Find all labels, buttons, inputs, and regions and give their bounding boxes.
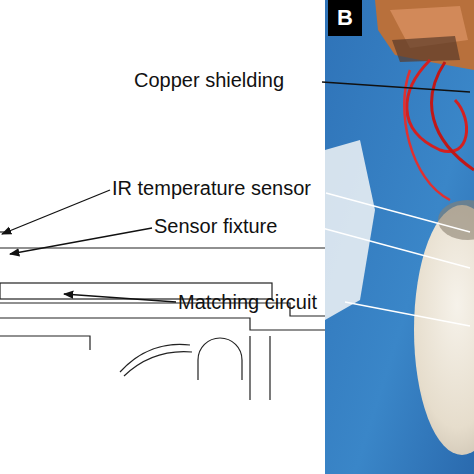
panel-letter-box: B [328, 0, 362, 36]
curved-part [120, 344, 190, 372]
copper-shadow [392, 36, 460, 62]
panel-letter: B [337, 5, 353, 31]
sensor-housing [414, 205, 474, 455]
arch [198, 338, 242, 380]
part-label: IR temperature sensor [112, 176, 311, 200]
leader-line [345, 302, 470, 326]
leader-line [322, 82, 470, 92]
copper-foil [375, 0, 474, 70]
part-label: Copper shielding [134, 68, 284, 92]
leader-line [322, 228, 470, 268]
leader-lines [2, 82, 470, 326]
body-line [250, 336, 270, 400]
red-wire [407, 60, 467, 152]
leader-arrow [2, 190, 110, 234]
part-label: Sensor fixture [154, 214, 277, 238]
cad-drawing [0, 232, 345, 400]
leader-arrow [10, 228, 152, 254]
leader-arrow [64, 294, 176, 302]
photo [325, 0, 474, 474]
curved-part [124, 352, 192, 376]
housing-top [438, 200, 474, 240]
red-wire [432, 62, 474, 170]
body-step [0, 336, 90, 350]
body-step [0, 318, 330, 330]
fixture-outline [0, 248, 345, 330]
leader-line [326, 193, 470, 232]
photo-glare [325, 140, 375, 320]
part-label: Matching circuit [178, 290, 317, 314]
